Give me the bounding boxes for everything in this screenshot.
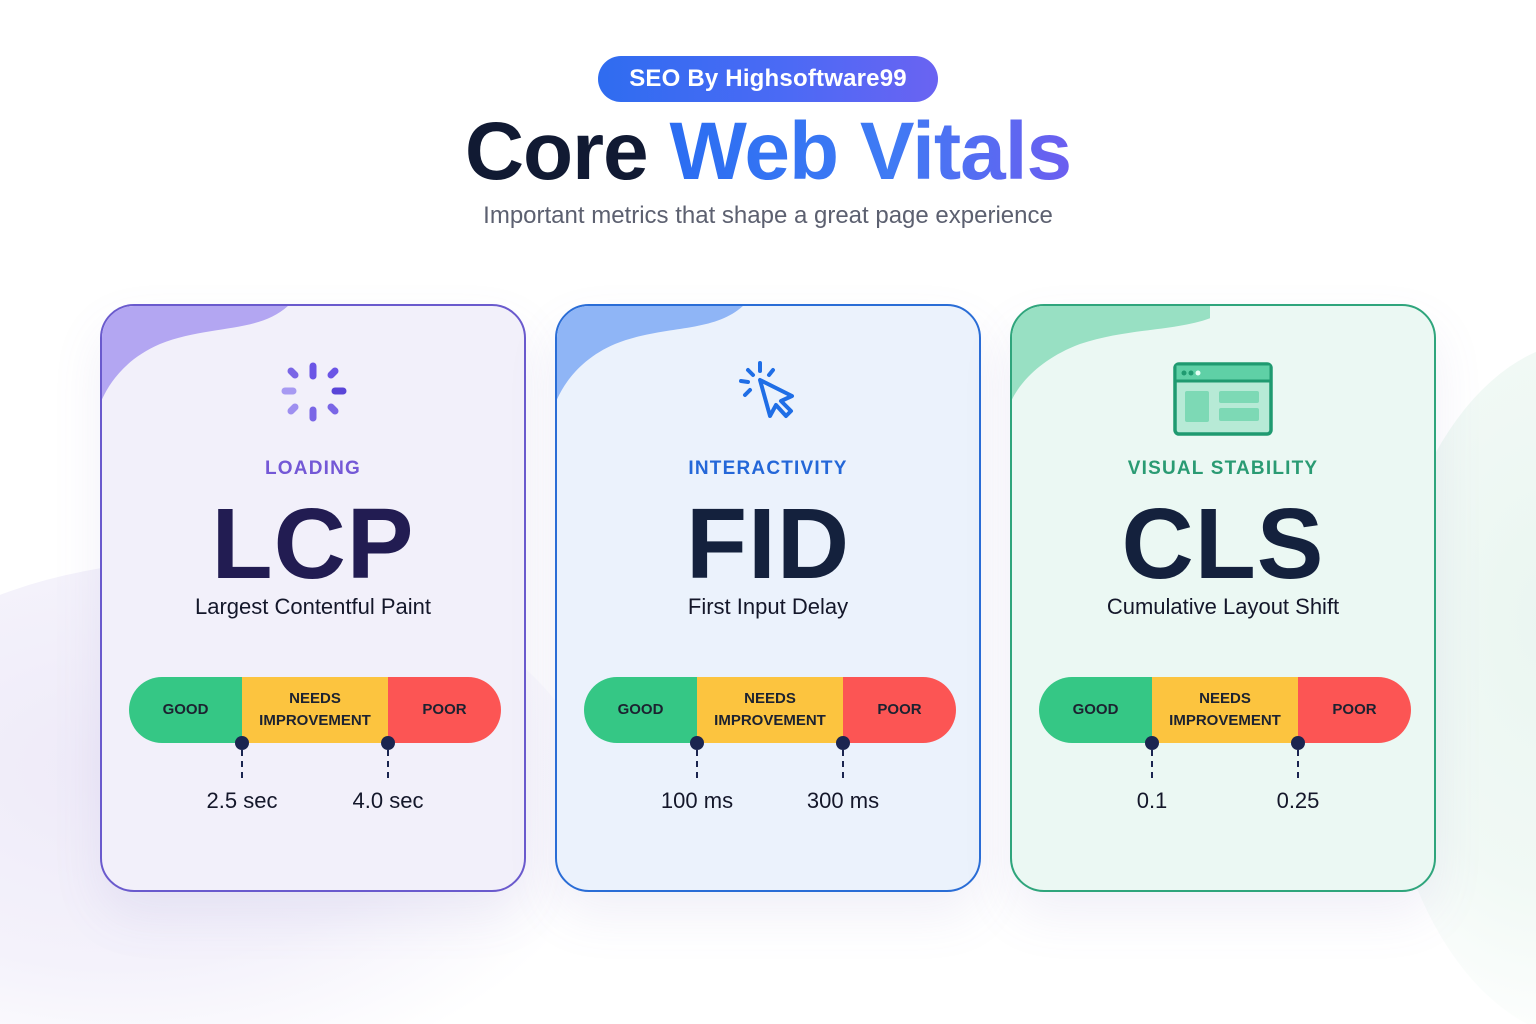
page-subtitle: Important metrics that shape a great pag… — [483, 202, 1053, 229]
threshold-good-value: 100 ms — [660, 788, 734, 813]
threshold-marker-good — [690, 736, 704, 778]
threshold-scale: GOOD NEEDS IMPROVEMENT POOR — [584, 677, 956, 743]
cursor-click-icon — [557, 358, 979, 438]
needs-line1: NEEDS — [1199, 690, 1251, 707]
card-corner-decoration — [557, 306, 743, 400]
scale-good: GOOD — [1039, 677, 1152, 743]
threshold-scale: GOOD NEEDS IMPROVEMENT POOR — [1039, 677, 1411, 743]
page-title: Core Web Vitals — [0, 102, 1536, 202]
scale-poor: POOR — [1298, 677, 1411, 743]
metric-abbreviation: CLS — [1121, 488, 1325, 600]
threshold-good-value: 0.1 — [1136, 788, 1168, 813]
threshold-marker-poor — [381, 736, 395, 778]
threshold-marker-poor — [1291, 736, 1305, 778]
threshold-good-value: 2.5 sec — [206, 788, 278, 813]
scale-poor: POOR — [388, 677, 501, 743]
scale-good: GOOD — [584, 677, 697, 743]
category-label: INTERACTIVITY — [688, 458, 848, 479]
metric-abbreviation: FID — [685, 488, 851, 600]
metric-name: Cumulative Layout Shift — [1106, 594, 1340, 619]
scale-needs-improvement: NEEDS IMPROVEMENT — [1152, 677, 1298, 743]
metric-name: First Input Delay — [687, 594, 849, 619]
needs-line2: IMPROVEMENT — [1169, 712, 1281, 729]
brand-badge: SEO By Highsoftware99 — [598, 56, 938, 102]
title-core: Core — [464, 106, 649, 197]
needs-line2: IMPROVEMENT — [714, 712, 826, 729]
scale-needs-improvement: NEEDS IMPROVEMENT — [242, 677, 388, 743]
threshold-poor-value: 0.25 — [1276, 788, 1320, 813]
card-corner-decoration — [102, 306, 288, 400]
threshold-marker-poor — [836, 736, 850, 778]
threshold-marker-good — [235, 736, 249, 778]
scale-needs-improvement: NEEDS IMPROVEMENT — [697, 677, 843, 743]
needs-line2: IMPROVEMENT — [259, 712, 371, 729]
threshold-poor-value: 300 ms — [806, 788, 880, 813]
loading-spinner-icon — [102, 358, 524, 438]
metric-abbreviation: LCP — [211, 488, 415, 600]
card-fid: INTERACTIVITY FID First Input Delay GOOD… — [555, 304, 981, 892]
threshold-poor-value: 4.0 sec — [352, 788, 424, 813]
category-label: VISUAL STABILITY — [1127, 458, 1319, 479]
threshold-marker-good — [1145, 736, 1159, 778]
needs-line1: NEEDS — [289, 690, 341, 707]
card-lcp: LOADING LCP Largest Contentful Paint GOO… — [100, 304, 526, 892]
card-corner-decoration — [1012, 306, 1210, 400]
scale-poor: POOR — [843, 677, 956, 743]
needs-line1: NEEDS — [744, 690, 796, 707]
browser-layout-icon — [1012, 358, 1434, 438]
category-label: LOADING — [264, 458, 361, 479]
scale-good: GOOD — [129, 677, 242, 743]
metric-name: Largest Contentful Paint — [194, 594, 432, 619]
title-web-vitals: Web Vitals — [669, 106, 1072, 197]
card-cls: VISUAL STABILITY CLS Cumulative Layout S… — [1010, 304, 1436, 892]
threshold-scale: GOOD NEEDS IMPROVEMENT POOR — [129, 677, 501, 743]
